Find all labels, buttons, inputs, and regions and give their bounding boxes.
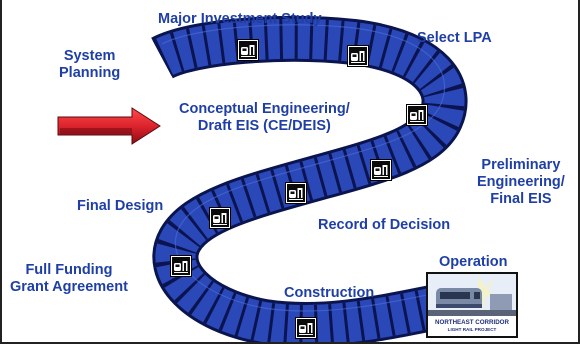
train-station-icon	[371, 160, 391, 180]
stage-label-record-of-decision: Record of Decision	[318, 217, 451, 233]
stage-label-major-investment-study: Major Investment Study	[158, 11, 322, 27]
stage-label-operation: Operation	[439, 254, 508, 270]
logo-caption-line1: NORTHEAST CORRIDOR	[435, 319, 509, 326]
light-rail-logo: NORTHEAST CORRIDOR LIGHT RAIL PROJECT	[426, 272, 518, 338]
train-station-icon	[348, 46, 368, 66]
stage-label-select-lpa: Select LPA	[417, 30, 492, 46]
stage-label-system-planning: System Planning	[59, 48, 121, 81]
start-arrow-icon	[57, 107, 161, 145]
stage-label-preliminary-engineering: Preliminary Engineering/ Final EIS	[477, 157, 565, 207]
train-station-icon	[286, 183, 306, 203]
train-station-icon	[407, 105, 427, 125]
stage-label-final-design: Final Design	[77, 198, 164, 214]
stage-label-conceptual-engineering: Conceptual Engineering/ Draft EIS (CE/DE…	[179, 101, 350, 134]
train-station-icon	[171, 256, 191, 276]
light-rail-train-icon	[428, 274, 516, 316]
stage-label-construction: Construction	[284, 285, 375, 301]
train-station-icon	[210, 208, 230, 228]
train-station-icon	[238, 40, 258, 60]
logo-caption-line2: LIGHT RAIL PROJECT	[447, 327, 497, 332]
train-station-icon	[296, 318, 316, 338]
stage-label-full-funding: Full Funding Grant Agreement	[10, 262, 128, 295]
